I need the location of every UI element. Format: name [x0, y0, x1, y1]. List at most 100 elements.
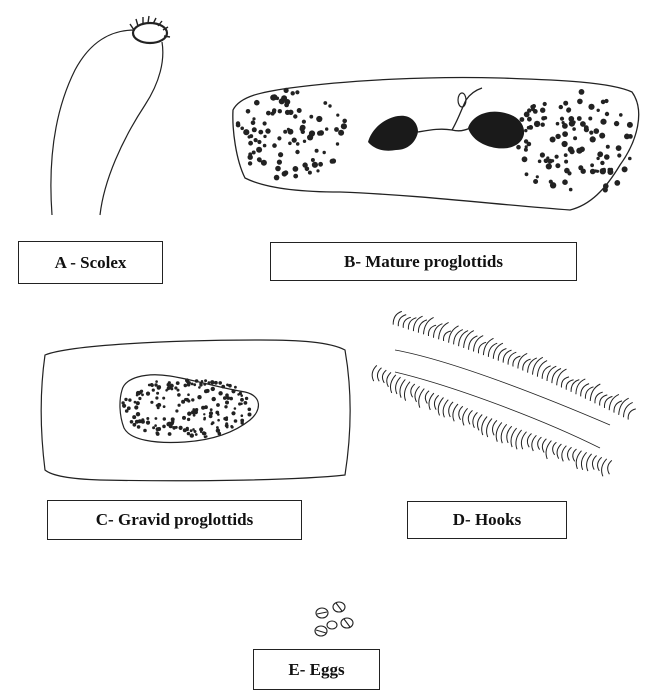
stipple-dot — [215, 411, 219, 415]
stipple-dot — [312, 162, 318, 168]
hook — [628, 409, 636, 420]
hook — [602, 459, 607, 477]
stipple-dot — [562, 121, 565, 124]
stipple-dot — [195, 433, 198, 436]
stipple-dot — [555, 163, 560, 168]
stipple-dot — [293, 166, 299, 172]
stipple-dot — [285, 110, 290, 115]
hook — [557, 444, 561, 459]
stipple-dot — [295, 150, 299, 154]
stipple-dot — [157, 403, 161, 407]
stipple-dot — [217, 419, 220, 422]
stipple-dot — [229, 397, 233, 401]
mature-proglottid-testes-right — [516, 89, 633, 192]
stipple-dot — [532, 104, 536, 108]
stipple-dot — [191, 383, 194, 386]
stipple-dot — [236, 121, 240, 125]
stipple-dot — [282, 171, 288, 177]
stipple-dot — [516, 145, 521, 150]
stipple-dot — [234, 386, 237, 389]
hook — [459, 406, 463, 420]
stipple-dot — [541, 116, 545, 120]
stipple-dot — [572, 127, 576, 131]
eggs-drawing — [315, 602, 353, 636]
scolex-neck-left — [51, 30, 135, 215]
stipple-dot — [263, 121, 267, 125]
stipple-dot — [569, 149, 574, 154]
stipple-dot — [624, 134, 630, 140]
stipple-dot — [205, 435, 207, 437]
stipple-dot — [138, 397, 141, 400]
hook — [382, 370, 386, 383]
stipple-dot — [171, 417, 175, 421]
stipple-dot — [603, 183, 609, 189]
stipple-dot — [202, 431, 206, 435]
stipple-dot — [297, 108, 302, 113]
hook — [608, 460, 612, 474]
hook — [487, 419, 492, 438]
stipple-dot — [590, 169, 596, 175]
stipple-dot — [328, 104, 331, 107]
stipple-dot — [317, 131, 322, 136]
hook — [568, 447, 572, 460]
stipple-dot — [302, 162, 307, 167]
stipple-dot — [528, 125, 533, 130]
stipple-dot — [291, 91, 295, 95]
stipple-dot — [146, 392, 150, 396]
hook — [468, 410, 472, 424]
label-eggs: E- Eggs — [253, 649, 380, 690]
stipple-dot — [628, 157, 632, 161]
stipple-dot — [266, 111, 271, 116]
stipple-dot — [204, 379, 207, 382]
hook — [443, 400, 448, 418]
stipple-dot — [578, 165, 583, 170]
stipple-dot — [169, 384, 173, 388]
stipple-dot — [157, 386, 161, 390]
stipple-dot — [588, 117, 592, 121]
egg — [327, 621, 337, 629]
stipple-dot — [216, 426, 219, 429]
stipple-dot — [524, 129, 527, 132]
stipple-dot — [263, 144, 267, 148]
stipple-dot — [156, 432, 160, 436]
stipple-dot — [237, 393, 240, 396]
stipple-dot — [288, 142, 292, 146]
stipple-dot — [240, 398, 244, 402]
scolex-head — [133, 23, 167, 43]
stipple-dot — [563, 101, 568, 106]
stipple-dot — [167, 387, 170, 390]
stipple-dot — [162, 397, 165, 400]
stipple-dot — [136, 412, 140, 416]
hook — [469, 336, 478, 350]
stipple-dot — [276, 97, 280, 101]
hook — [429, 393, 434, 410]
stipple-dot — [617, 153, 621, 157]
stipple-dot — [187, 383, 191, 387]
hook — [592, 456, 596, 470]
stipple-dot — [180, 426, 183, 429]
stipple-dot — [265, 128, 270, 133]
gravid-uterus-eggs — [121, 378, 251, 438]
stipple-dot — [293, 114, 297, 118]
stipple-dot — [148, 384, 151, 387]
stipple-dot — [169, 424, 173, 428]
hook — [459, 331, 469, 347]
stipple-dot — [252, 117, 255, 120]
stipple-dot — [579, 147, 585, 153]
stipple-dot — [538, 160, 542, 164]
stipple-dot — [599, 133, 605, 139]
stipple-dot — [214, 381, 218, 385]
stipple-dot — [163, 405, 166, 408]
stipple-dot — [272, 143, 277, 148]
stipple-dot — [187, 399, 190, 402]
hook — [532, 435, 537, 451]
stipple-dot — [543, 102, 547, 106]
stipple-dot — [138, 419, 142, 423]
stipple-dot — [234, 407, 237, 410]
stipple-dot — [555, 155, 559, 159]
stipple-dot — [246, 109, 251, 114]
stipple-dot — [193, 414, 196, 417]
stipple-dot — [579, 89, 585, 95]
stipple-dot — [560, 117, 564, 121]
stipple-dot — [224, 405, 227, 408]
